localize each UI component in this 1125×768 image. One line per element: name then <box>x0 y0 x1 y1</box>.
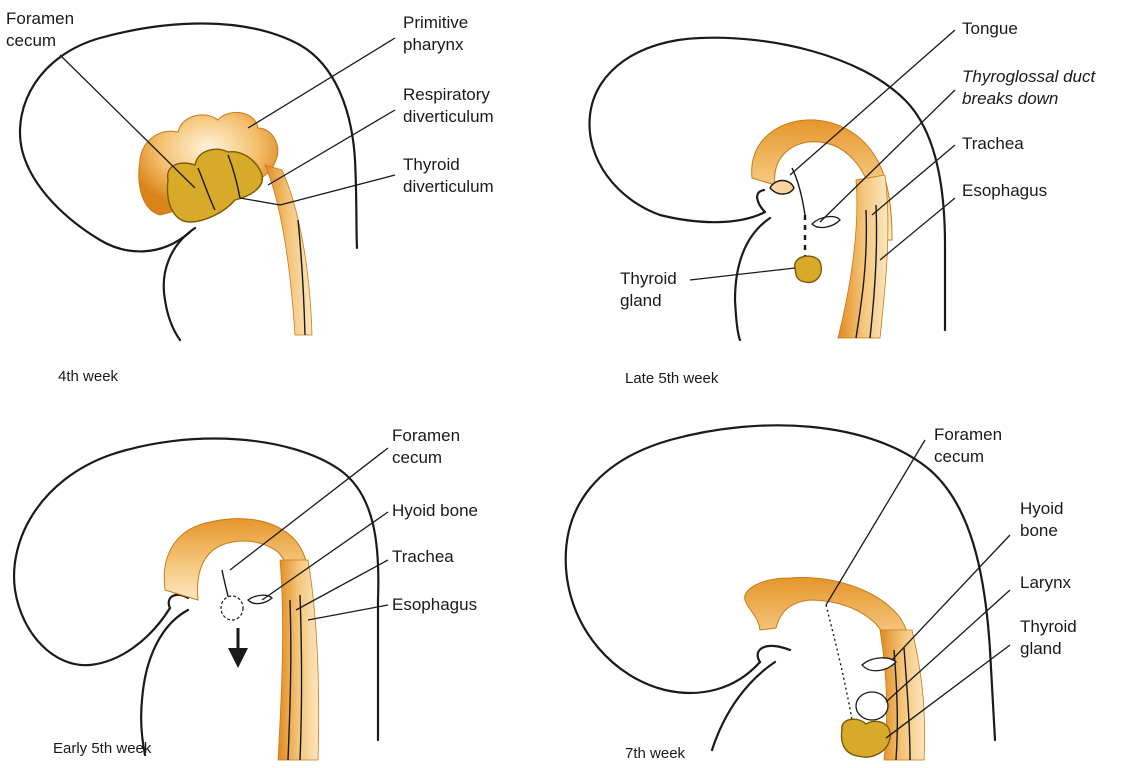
label-foramen-cecum: Foramen cecum <box>6 8 74 52</box>
label-hyoid-bone: Hyoid bone <box>392 500 478 522</box>
leader-foramen-cecum <box>230 448 388 570</box>
caption-early-5th-week: Early 5th week <box>53 740 151 757</box>
label-respiratory-diverticulum: Respiratory diverticulum <box>403 84 494 128</box>
thyroid-gland-shape <box>842 719 891 757</box>
caption-late-5th-week: Late 5th week <box>625 370 718 387</box>
thyroid-primordium <box>221 596 243 620</box>
label-esophagus: Esophagus <box>962 180 1047 202</box>
embryo-lower-outline <box>712 662 775 750</box>
leader-esophagus <box>308 605 388 620</box>
leader-hyoid-bone <box>892 535 1010 660</box>
hyoid-primordium <box>812 217 840 228</box>
label-hyoid-bone: Hyoid bone <box>1020 498 1063 542</box>
caption-7th-week: 7th week <box>625 745 685 762</box>
leader-foramen-cecum <box>826 440 925 605</box>
label-foramen-cecum: Foramen cecum <box>934 424 1002 468</box>
trachea-esophagus-tube <box>838 175 888 338</box>
embryo-lower-outline <box>141 610 188 755</box>
label-thyroid-gland: Thyroid gland <box>1020 616 1077 660</box>
thyroid-gland-shape <box>795 256 822 282</box>
panel-4th-week <box>20 23 395 340</box>
leader-thyroid-diverticulum <box>280 175 395 205</box>
leader-foramen-cecum <box>60 55 195 188</box>
label-foramen-cecum: Foramen cecum <box>392 425 460 469</box>
embryo-lip-outline <box>169 595 188 608</box>
label-trachea: Trachea <box>962 133 1024 155</box>
foregut-tube <box>265 165 312 335</box>
thyroid-descent-path <box>826 605 852 720</box>
label-trachea: Trachea <box>392 546 454 568</box>
leader-respiratory-diverticulum <box>268 110 395 185</box>
panel-early-5th-week <box>14 439 388 760</box>
tongue-bump <box>770 181 794 195</box>
hyoid-primordium <box>248 595 272 603</box>
label-tongue: Tongue <box>962 18 1018 40</box>
embryo-lip-outline <box>757 190 765 212</box>
duct-upper <box>792 168 805 215</box>
leader-primitive-pharynx <box>248 38 395 128</box>
label-thyroid-diverticulum: Thyroid diverticulum <box>403 154 494 198</box>
label-esophagus: Esophagus <box>392 594 477 616</box>
larynx-shape <box>856 692 888 720</box>
leader-thyroid-gland <box>690 268 795 280</box>
caption-4th-week: 4th week <box>58 368 118 385</box>
label-thyroglossal-duct: Thyroglossal duct breaks down <box>962 66 1095 110</box>
embryo-lower-outline <box>735 218 770 340</box>
embryo-lip-outline <box>758 646 790 662</box>
panel-7th-week <box>566 425 1010 760</box>
trachea-esophagus-tube <box>278 560 319 760</box>
label-primitive-pharynx: Primitive pharynx <box>403 12 468 56</box>
label-thyroid-gland: Thyroid gland <box>620 268 677 312</box>
descent-arrow-head <box>228 648 248 668</box>
leader-thyroid-diverticulum-tip <box>240 198 280 205</box>
label-larynx: Larynx <box>1020 572 1071 594</box>
